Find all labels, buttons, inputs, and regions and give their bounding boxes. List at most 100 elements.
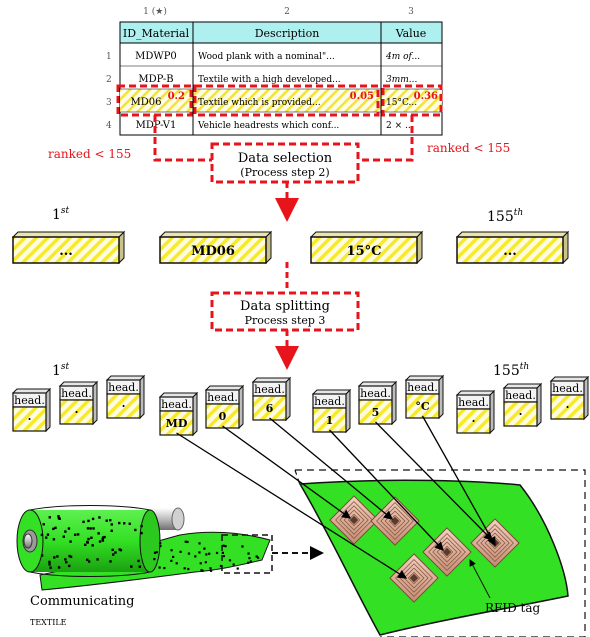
split-block-label: · [75, 406, 79, 419]
head-label: head. [552, 382, 583, 395]
selection-connectors [153, 115, 414, 162]
split-block: head. · [58, 380, 99, 426]
block-to-tag-link [222, 425, 352, 519]
row1-last-label: 155th [487, 208, 523, 225]
svg-text:Data selection: Data selection [238, 151, 333, 166]
split-block-label: · [28, 413, 32, 426]
block-to-tag-link [375, 421, 493, 541]
svg-text:15°C...: 15°C... [386, 98, 417, 108]
split-block: head. · [11, 387, 52, 433]
svg-text:2 × ...: 2 × ... [386, 121, 414, 131]
data-block: 15°C [309, 230, 424, 265]
head-label: head. [458, 396, 489, 409]
material-table: 1 (★) 2 3 ID_Material Description Value … [106, 6, 443, 136]
table-row: 2 MDP-B Textile with a high developed...… [106, 74, 418, 85]
process-step-3: Data splitting Process step 3 [210, 291, 360, 332]
split-block: head.0 [204, 384, 245, 430]
svg-text:Vehicle headrests which conf..: Vehicle headrests which conf... [197, 121, 339, 131]
svg-text:Textile with a high developed.: Textile with a high developed... [198, 75, 341, 85]
score-description: 0.05 [350, 91, 374, 102]
table-row-selected: 3 MD06 Textile which is provided... 15°C… [106, 91, 438, 108]
svg-text:1: 1 [106, 52, 112, 62]
selection-box-description [193, 84, 380, 117]
head-label: head. [14, 394, 45, 407]
ranked-label-left: ranked < 155 [48, 147, 131, 161]
row2-first-label: 1st [52, 362, 70, 379]
split-block-label: 6 [266, 402, 274, 415]
block-to-tag-link [329, 429, 444, 551]
data-block: MD06 [158, 230, 273, 265]
svg-text:MDP-B: MDP-B [138, 74, 173, 85]
data-block-label: ... [59, 244, 73, 259]
split-block-label: · [566, 401, 570, 414]
block-to-tag-link [269, 417, 394, 520]
rfid-tag [389, 553, 439, 603]
svg-text:3: 3 [106, 98, 112, 108]
split-block-label: 0 [219, 410, 227, 423]
header-value: Value [395, 27, 427, 40]
svg-text:Process step 3: Process step 3 [245, 314, 326, 327]
head-label: head. [360, 387, 391, 400]
col-index-1: 1 (★) [143, 6, 167, 17]
data-block-label: ... [503, 244, 517, 259]
blocks-row-2: 1st 155th head.·head.·head.·head.MDhead.… [11, 362, 590, 437]
head-label: head. [407, 381, 438, 394]
ranked-label-right: ranked < 155 [427, 141, 510, 155]
split-block: head. · [105, 374, 146, 420]
split-block-label: · [122, 400, 126, 413]
svg-text:MDWP0: MDWP0 [135, 51, 177, 62]
data-block-label: 15°C [347, 244, 382, 259]
split-block-label: · [472, 415, 476, 428]
col-index-2: 2 [284, 7, 290, 17]
split-block-label: 1 [326, 414, 334, 427]
head-label: head. [505, 389, 536, 402]
split-block: head. °C [404, 374, 445, 420]
data-block: ... [11, 230, 126, 265]
score-value: 0.36 [414, 91, 438, 102]
svg-text:MDP-V1: MDP-V1 [136, 120, 177, 131]
textile-label-2: textile [30, 615, 67, 628]
head-label: head. [314, 395, 345, 408]
score-id: 0.2 [168, 91, 185, 102]
process-step-2: Data selection (Process step 2) [210, 142, 360, 184]
split-block: head. · [502, 382, 543, 428]
svg-text:Wood plank with a nominal"...: Wood plank with a nominal"... [198, 52, 335, 62]
rfid-tag-label: RFID tag [485, 601, 541, 615]
svg-text:Data splitting: Data splitting [240, 299, 330, 314]
svg-text:3mm...: 3mm... [386, 75, 418, 85]
head-label: head. [108, 381, 139, 394]
textile-roll [16, 505, 271, 591]
row2-last-label: 155th [493, 362, 529, 379]
col-index-3: 3 [408, 7, 414, 17]
head-label: head. [161, 398, 192, 411]
split-block-label: MD [166, 417, 188, 430]
table-row: 4 MDP-V1 Vehicle headrests which conf...… [106, 120, 414, 131]
split-block: head.6 [251, 376, 292, 422]
svg-text:4: 4 [106, 121, 112, 131]
block-to-tag-link [176, 432, 408, 579]
textile-zoom-box [221, 534, 273, 574]
table-row: 1 MDWP0 Wood plank with a nominal"... 4m… [106, 51, 420, 62]
header-description: Description [255, 27, 320, 40]
svg-text:MD06: MD06 [131, 97, 162, 108]
rfid-tag [329, 495, 379, 545]
block-to-tag-link [421, 415, 496, 547]
data-block-label: MD06 [191, 244, 235, 259]
data-block: ... [455, 230, 570, 265]
split-block: head. MD [158, 391, 199, 437]
textile-label: Communicating [30, 594, 134, 609]
split-block: head. 1 [311, 388, 352, 434]
svg-text:Textile which is provided...: Textile which is provided... [198, 98, 321, 108]
split-block: head. 5 [357, 380, 398, 426]
svg-text:4m of...: 4m of... [385, 52, 420, 62]
rfid-pointer [469, 559, 491, 599]
split-block-label: · [519, 408, 523, 421]
zoomed-textile-panel [294, 469, 586, 637]
split-block-label: 5 [372, 406, 380, 419]
head-label: head. [61, 387, 92, 400]
split-block-label: °C [415, 400, 430, 413]
split-block: head. · [549, 375, 590, 421]
header-id-material: ID_Material [123, 27, 190, 40]
